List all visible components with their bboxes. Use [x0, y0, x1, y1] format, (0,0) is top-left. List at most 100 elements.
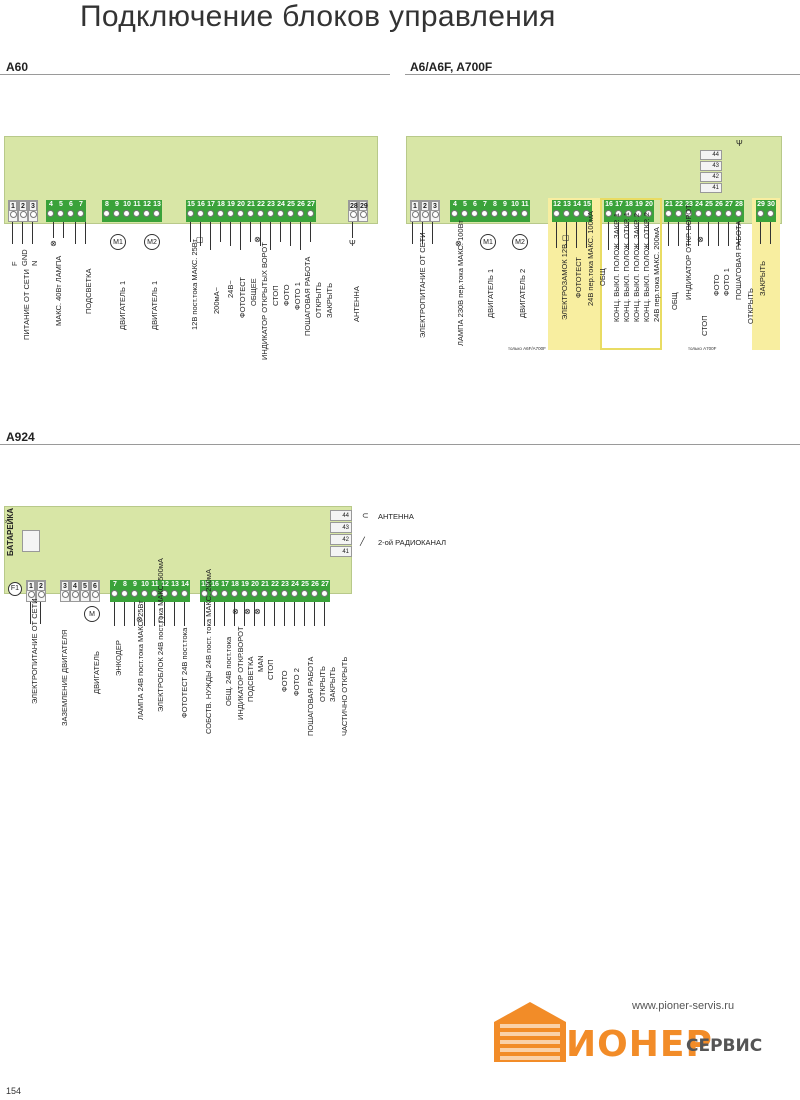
- screw-icon: [92, 591, 99, 598]
- terminal-label: МАКС. 40Вт ЛАМПА: [54, 255, 63, 326]
- terminal-14: 14: [180, 580, 190, 602]
- wire: [618, 222, 619, 250]
- terminal-28: 28: [734, 200, 744, 222]
- wire: [174, 602, 175, 626]
- terminal-21: 21: [664, 200, 674, 222]
- terminal-6: 6: [90, 580, 100, 602]
- terminal-label: ИНДИКАТОР ОТКРЫТЫХ ВОРОТ: [260, 242, 269, 360]
- screw-icon: [461, 210, 468, 217]
- screw-icon: [211, 590, 218, 597]
- terminal-label: ДВИГАТЕЛЬ 1: [118, 280, 127, 330]
- wire: [210, 222, 211, 250]
- terminal-number: 11: [132, 200, 142, 210]
- terminal-2: 2: [420, 200, 430, 222]
- antenna-icon: Ψ: [349, 239, 356, 248]
- terminal-11: 11: [132, 200, 142, 222]
- terminal-1: 1: [410, 200, 420, 222]
- wire: [190, 222, 191, 242]
- wire: [708, 222, 709, 246]
- terminal-19: 19: [634, 200, 644, 222]
- terminal-number: 8: [120, 580, 130, 590]
- terminal-18: 18: [216, 200, 226, 222]
- motor-m1-icon: M1: [480, 234, 496, 250]
- screw-icon: [271, 590, 278, 597]
- indicator-lamp-icon: ⊗: [232, 607, 239, 616]
- screw-icon: [62, 591, 69, 598]
- terminal-16: 16: [210, 580, 220, 602]
- terminal-label: ЛАМПА 230В пер.тока МАКС. 100Вт: [456, 220, 465, 346]
- terminal-30: 30: [766, 200, 776, 222]
- terminal-label: ЭЛЕКТРОЗАМОК 12В: [560, 243, 569, 320]
- screw-icon: [38, 591, 45, 598]
- terminal-number: 6: [66, 200, 76, 210]
- terminal-label: ОТКРЫТЬ: [314, 282, 323, 318]
- screw-icon: [181, 590, 188, 597]
- terminal-number: 7: [76, 200, 86, 210]
- lamp-icon: ⊗: [136, 615, 143, 624]
- terminal-number: 4: [450, 200, 460, 210]
- terminal-number: 9: [112, 200, 122, 210]
- terminal-number: 2: [19, 201, 27, 211]
- terminal-label: ПОШАГОВАЯ РАБОТА: [303, 256, 312, 336]
- terminal-label: ФОТОТЕСТ 24В пост.тока: [180, 627, 189, 718]
- indicator-lamp-icon: ⊗: [697, 235, 704, 244]
- a6-note-a700f: только A700F: [688, 346, 717, 351]
- terminal-number: 14: [180, 580, 190, 590]
- terminal-label: ЧАСТИЧНО ОТКРЫТЬ: [340, 656, 349, 736]
- wire: [304, 602, 305, 626]
- terminal-label: КОНЦ. ВЫКЛ. ПОЛОЖ. ОТКР. 2: [642, 212, 651, 322]
- terminal-26: 26: [714, 200, 724, 222]
- terminal-number: 5: [460, 200, 470, 210]
- wire: [738, 222, 739, 246]
- screw-icon: [67, 210, 74, 217]
- screw-icon: [481, 210, 488, 217]
- terminal-number: 10: [122, 200, 132, 210]
- terminal-number: 17: [206, 200, 216, 210]
- screw-icon: [675, 210, 682, 217]
- terminal-22: 22: [270, 580, 280, 602]
- terminal-number: 26: [310, 580, 320, 590]
- terminal-label: ПОШАГОВАЯ РАБОТА: [734, 220, 743, 300]
- wire: [63, 222, 64, 238]
- wire: [586, 222, 587, 248]
- terminal-label: СТОП: [271, 285, 280, 306]
- terminal-number: 3: [431, 201, 439, 211]
- footer-url[interactable]: www.pioner-servis.ru: [632, 1000, 735, 1012]
- wire: [204, 602, 205, 626]
- wire: [310, 222, 311, 242]
- terminal-number: 12: [160, 580, 170, 590]
- terminal-label: ОБЩ. 24В пост.тока: [224, 636, 233, 706]
- screw-icon: [645, 210, 652, 217]
- screw-icon: [321, 590, 328, 597]
- wire: [566, 222, 567, 248]
- terminal-label: 12В пост.тока МАКС. 25Вт: [190, 239, 199, 330]
- terminal-11: 11: [520, 200, 530, 222]
- terminal-number: 11: [150, 580, 160, 590]
- terminal-19: 19: [240, 580, 250, 602]
- terminal-label: ДВИГАТЕЛЬ 2: [518, 268, 527, 318]
- screw-icon: [247, 210, 254, 217]
- screw-icon: [767, 210, 774, 217]
- terminal-number: 3: [29, 201, 37, 211]
- terminal-label: ЗАКРЫТЬ: [325, 282, 334, 318]
- screw-icon: [113, 210, 120, 217]
- terminal-number: 27: [306, 200, 316, 210]
- screw-icon: [151, 590, 158, 597]
- pioner-logo: [490, 994, 760, 1066]
- radio-terminal-number: 44: [330, 510, 352, 521]
- screw-icon: [360, 211, 367, 218]
- terminal-label: ЗАКРЫТЬ: [328, 666, 337, 702]
- screw-icon: [471, 210, 478, 217]
- terminal-label: ФОТО 2: [292, 668, 301, 696]
- terminal-label: ЭНКОДЕР: [114, 640, 123, 676]
- wire: [274, 602, 275, 626]
- battery-holder: [22, 530, 40, 552]
- terminal-19: 19: [226, 200, 236, 222]
- terminal-number: 25: [286, 200, 296, 210]
- terminal-27: 27: [724, 200, 734, 222]
- terminal-label: ЭЛЕКТРОПИТАНИЕ ОТ СЕТИ: [30, 598, 39, 704]
- wire: [85, 222, 86, 244]
